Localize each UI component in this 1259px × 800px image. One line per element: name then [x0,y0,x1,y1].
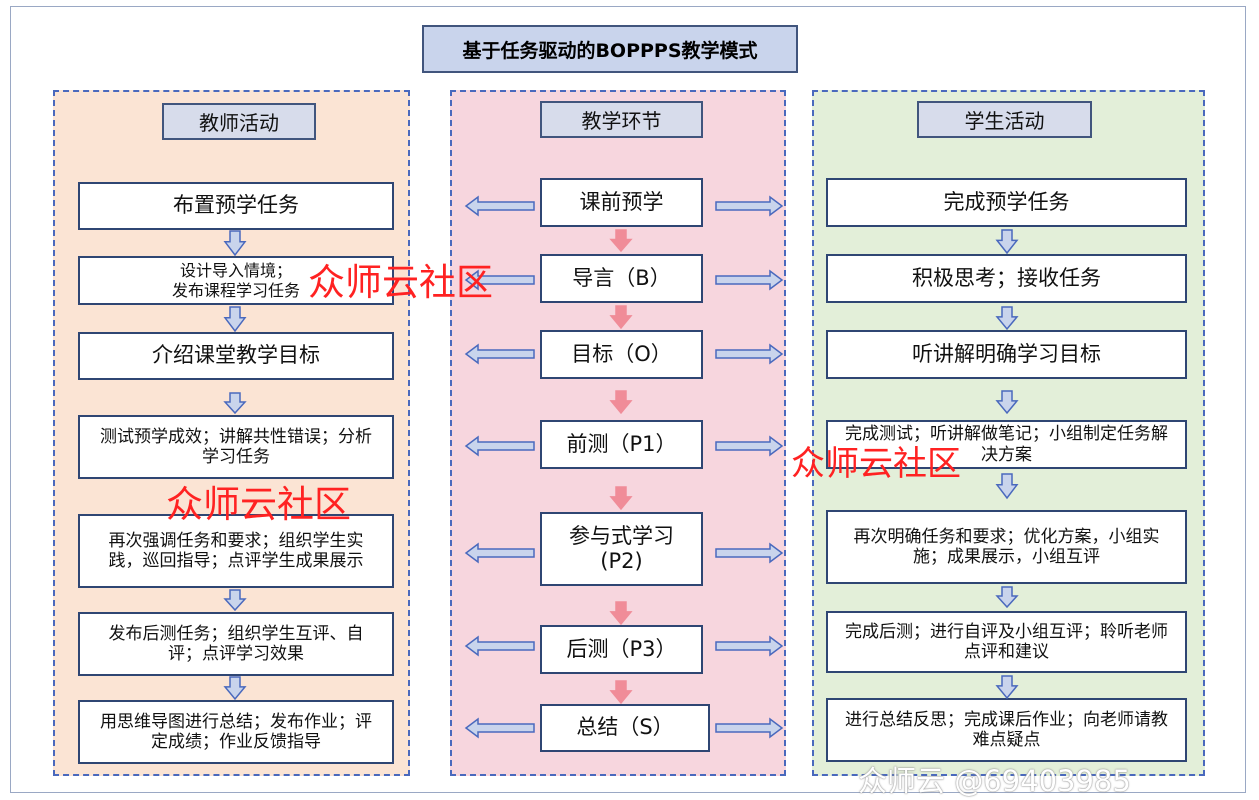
watermark-text-2: 众师云社区 [166,483,351,526]
watermark-text-3: 众师云社区 [791,444,961,484]
stage-header: 教学环节 [540,101,703,138]
student-step-5: 再次明确任务和要求；优化方案，小组实施；成果展示，小组互评 [826,510,1187,584]
teacher-header: 教师活动 [162,103,316,140]
teacher-step-2: 设计导入情境； 发布课程学习任务 [78,256,394,305]
stage-step-4: 前测（P1） [540,420,703,469]
stage-step-3: 目标（O） [540,330,703,379]
stage-step-7: 总结（S） [540,704,710,752]
teacher-step-7: 用思维导图进行总结；发布作业；评定成绩；作业反馈指导 [78,700,394,764]
student-header: 学生活动 [917,101,1092,138]
watermark-text-1: 众师云社区 [308,261,493,304]
stage-step-2: 导言（B） [540,254,703,303]
stage-step-1: 课前预学 [540,178,703,227]
footer-watermark: 众师云 @69403985 [858,764,1131,798]
student-step-1: 完成预学任务 [826,178,1187,227]
student-step-6: 完成后测；进行自评及小组互评；聆听老师点评和建议 [826,611,1187,673]
stage-step-6: 后测（P3） [540,625,703,674]
student-step-3: 听讲解明确学习目标 [826,330,1187,379]
stage-step-5: 参与式学习 (P2) [540,512,703,586]
student-step-7: 进行总结反思；完成课后作业；向老师请教难点疑点 [826,698,1187,762]
student-step-4: 完成测试；听讲解做笔记；小组制定任务解决方案 [826,420,1187,469]
teacher-step-1: 布置预学任务 [78,182,394,230]
teacher-step-5: 再次强调任务和要求；组织学生实践，巡回指导；点评学生成果展示 [78,514,394,588]
student-step-2: 积极思考；接收任务 [826,254,1187,303]
teacher-step-6: 发布后测任务；组织学生互评、自评；点评学习效果 [78,612,394,676]
diagram-title: 基于任务驱动的BOPPPS教学模式 [422,25,798,73]
teacher-step-3: 介绍课堂教学目标 [78,332,394,380]
teacher-step-4: 测试预学成效；讲解共性错误；分析学习任务 [78,415,394,479]
